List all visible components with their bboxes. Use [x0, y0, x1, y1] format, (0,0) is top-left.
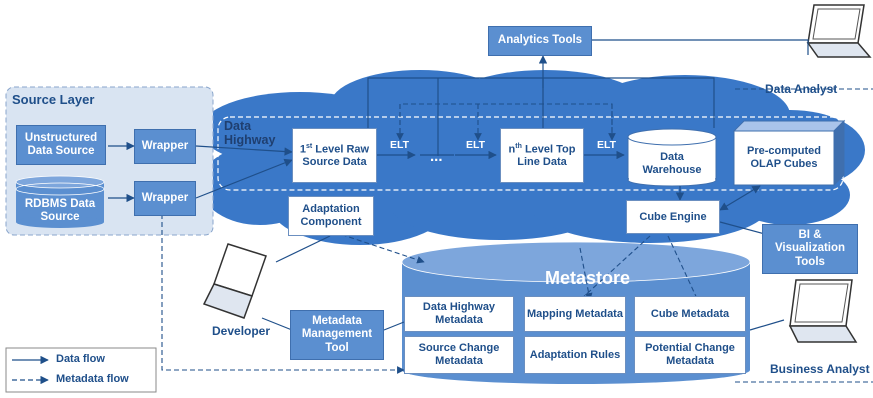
- nth-level-top-line-data: nth Level Top Line Data: [500, 128, 584, 183]
- mapping-metadata: Mapping Metadata: [524, 296, 626, 332]
- rdbms-data-source: RDBMS Data Source: [24, 197, 96, 223]
- data-analyst-label: Data Analyst: [765, 82, 838, 96]
- elt-label-3: ELT: [597, 139, 617, 151]
- warehouse-cylinder: [627, 128, 717, 187]
- legend-data-flow: Data flow: [56, 353, 105, 365]
- wrapper-rdbms: Wrapper: [134, 181, 196, 216]
- developer-label: Developer: [212, 324, 271, 338]
- olap-cube: [732, 119, 846, 187]
- rdbms-cylinder: [15, 175, 105, 228]
- data-highway-metadata: Data Highway Metadata: [404, 296, 514, 332]
- wrapper-unstructured: Wrapper: [134, 129, 196, 164]
- data-highway-title: Data Highway: [224, 119, 276, 147]
- cube-engine: Cube Engine: [626, 200, 720, 234]
- metadata-flow-lines: [161, 88, 873, 383]
- ellipsis: ...: [430, 148, 443, 165]
- developer-laptop-icon: [202, 243, 267, 319]
- business-analyst-laptop-icon: [788, 279, 858, 343]
- elt-label-1: ELT: [390, 139, 410, 151]
- elt-label-2: ELT: [466, 139, 486, 151]
- legend-metadata-flow: Metadata flow: [56, 373, 129, 385]
- cube-metadata: Cube Metadata: [634, 296, 746, 332]
- adaptation-rules: Adaptation Rules: [524, 336, 626, 374]
- metastore-title: Metastore: [545, 268, 631, 288]
- nth-level-text: Level Top Line Data: [517, 143, 576, 168]
- nth-level-letter: n: [508, 143, 516, 156]
- analytics-tools: Analytics Tools: [488, 26, 592, 56]
- data-analyst-laptop-icon: [806, 4, 872, 58]
- first-level-text: Level Raw Source Data: [302, 143, 370, 168]
- data-flow-lines: [108, 39, 809, 331]
- first-level-raw-source-data: 1st Level Raw Source Data: [292, 128, 377, 183]
- adaptation-component: Adaptation Component: [288, 196, 374, 236]
- source-layer-title: Source Layer: [12, 92, 95, 107]
- potential-change-metadata: Potential Change Metadata: [634, 336, 746, 374]
- first-level-sup: st: [306, 142, 313, 150]
- olap-cubes: Pre-computed OLAP Cubes: [747, 145, 821, 170]
- metadata-management-tool: Metadata Management Tool: [290, 310, 384, 360]
- data-warehouse: Data Warehouse: [642, 151, 702, 176]
- business-analyst-label: Business Analyst: [770, 362, 870, 376]
- source-change-metadata: Source Change Metadata: [404, 336, 514, 374]
- first-level-number: 1: [299, 143, 306, 156]
- bi-visualization-tools: BI & Visualization Tools: [762, 224, 858, 274]
- nth-level-sup: th: [515, 142, 522, 150]
- unstructured-data-source: Unstructured Data Source: [16, 125, 106, 165]
- legend-box: [5, 347, 157, 393]
